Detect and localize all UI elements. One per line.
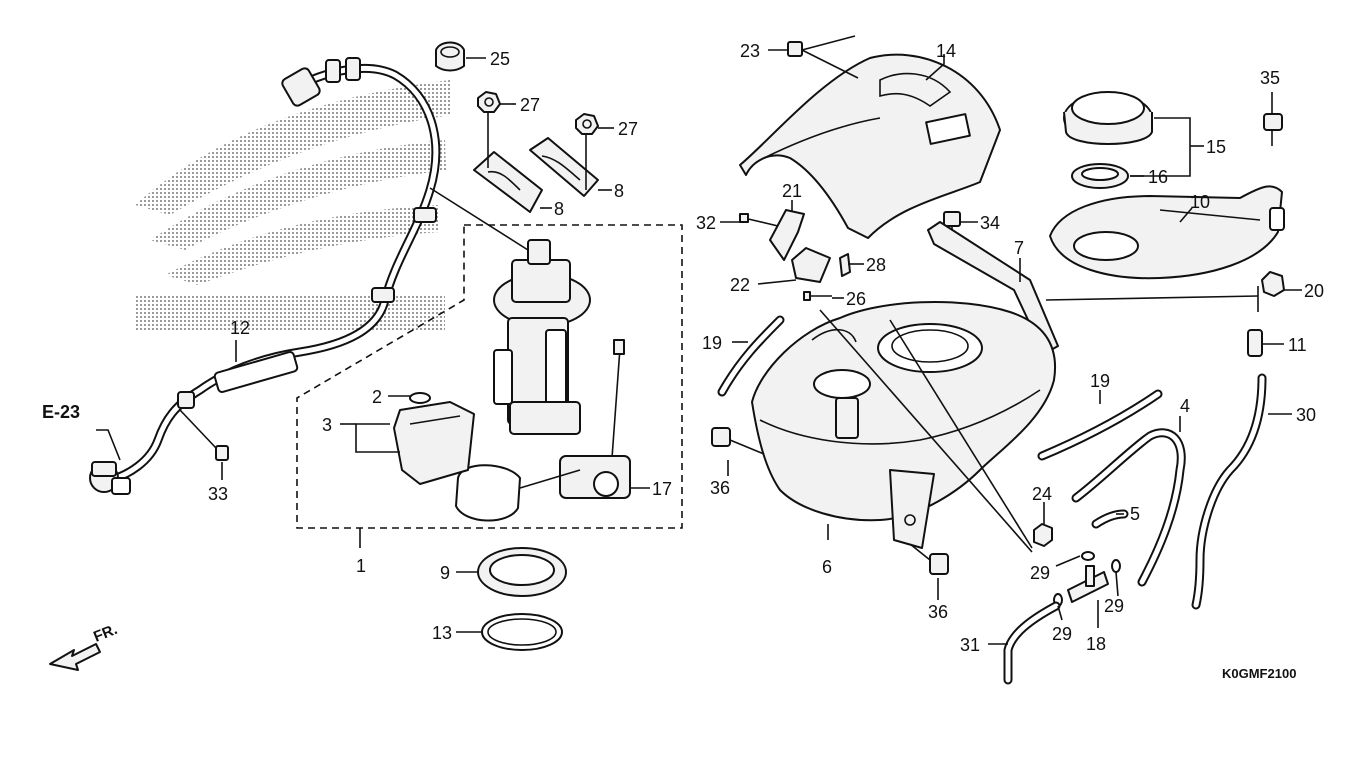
callout-29-right: 29 xyxy=(1104,596,1124,616)
fuel-pump-17 xyxy=(429,187,631,522)
callout-29-bottom: 29 xyxy=(1052,624,1072,644)
callout-22: 22 xyxy=(730,275,750,295)
bolt-36-right xyxy=(909,543,949,575)
callout-36-left: 36 xyxy=(710,478,730,498)
callout-29-top: 29 xyxy=(1030,563,1050,583)
nut-24 xyxy=(1033,523,1053,547)
bolt-32 xyxy=(739,213,779,227)
bolt-23 xyxy=(787,35,859,79)
callout-25: 25 xyxy=(490,49,510,69)
o-ring-2 xyxy=(409,392,431,404)
callout-23: 23 xyxy=(740,41,760,61)
seal-rubber-9 xyxy=(477,547,567,597)
callout-26: 26 xyxy=(846,289,866,309)
center-cover-14 xyxy=(739,53,1001,239)
callout-32: 32 xyxy=(696,213,716,233)
callout-19-left: 19 xyxy=(702,333,722,353)
callout-8-left: 8 xyxy=(554,199,564,219)
callout-34: 34 xyxy=(980,213,1000,233)
callout-17: 17 xyxy=(652,479,672,499)
bolt-36-left xyxy=(711,427,765,455)
breather-hose-4 xyxy=(1071,428,1186,587)
drain-tube-19-left xyxy=(717,315,785,397)
nut-27-right xyxy=(575,113,599,135)
filter-3 xyxy=(393,401,475,485)
callout-labels: 1 2 3 4 5 6 7 8 8 9 10 11 12 13 14 15 16… xyxy=(208,41,1324,655)
reference-label: E-23 xyxy=(42,402,80,422)
callout-31: 31 xyxy=(960,635,980,655)
collar-20 xyxy=(1261,271,1285,297)
callout-33: 33 xyxy=(208,484,228,504)
callout-1: 1 xyxy=(356,556,366,576)
callout-3: 3 xyxy=(322,415,332,435)
diagram-code: K0GMF2100 xyxy=(1222,666,1296,681)
callout-2: 2 xyxy=(372,387,382,407)
hose-clip-25 xyxy=(435,41,465,72)
callout-14: 14 xyxy=(936,41,956,61)
clamp-22 xyxy=(791,247,831,283)
callout-12: 12 xyxy=(230,318,250,338)
fuel-cap-15 xyxy=(1063,91,1153,145)
callout-15: 15 xyxy=(1206,137,1226,157)
callout-21: 21 xyxy=(782,181,802,201)
callout-8-right: 8 xyxy=(614,181,624,201)
callout-10: 10 xyxy=(1190,192,1210,212)
callout-35: 35 xyxy=(1260,68,1280,88)
callout-13: 13 xyxy=(432,623,452,643)
setting-plate-8-right xyxy=(529,137,599,197)
joint-11 xyxy=(1247,329,1263,357)
callout-4: 4 xyxy=(1180,396,1190,416)
callout-5: 5 xyxy=(1130,504,1140,524)
callout-18: 18 xyxy=(1086,634,1106,654)
three-way-joint-18 xyxy=(1067,565,1109,603)
ring-13 xyxy=(481,613,563,651)
watermark-logo xyxy=(135,80,452,330)
callout-30: 30 xyxy=(1296,405,1316,425)
nut-27-left xyxy=(477,91,501,113)
callout-36-right: 36 xyxy=(928,602,948,622)
callout-27-right: 27 xyxy=(618,119,638,139)
fuel-tank-6 xyxy=(751,300,1057,549)
setting-plate-8-left xyxy=(473,151,543,213)
callout-7: 7 xyxy=(1014,238,1024,258)
callout-28: 28 xyxy=(866,255,886,275)
leader-lines xyxy=(96,49,1302,645)
callout-24: 24 xyxy=(1032,484,1052,504)
callout-9: 9 xyxy=(440,563,450,583)
front-direction-arrow xyxy=(49,643,101,671)
callout-19-right: 19 xyxy=(1090,371,1110,391)
hose-31 xyxy=(1003,601,1061,685)
fuel-pump-assembly-box xyxy=(296,224,683,529)
callout-6: 6 xyxy=(822,557,832,577)
screw-26 xyxy=(803,291,832,301)
direction-label: FR. xyxy=(91,621,120,646)
drain-tube-19-right xyxy=(1037,389,1163,461)
callout-27-left: 27 xyxy=(520,95,540,115)
clip-28 xyxy=(839,253,851,277)
callout-20: 20 xyxy=(1304,281,1324,301)
bolt-35 xyxy=(1263,113,1283,146)
hose-5 xyxy=(1091,509,1129,529)
drain-hose-30 xyxy=(1191,373,1267,610)
callout-16: 16 xyxy=(1148,167,1168,187)
callout-11: 11 xyxy=(1288,335,1307,355)
fuel-tray-10 xyxy=(1049,185,1285,280)
bolt-33 xyxy=(179,409,229,461)
bracket-21 xyxy=(769,209,805,261)
packing-16 xyxy=(1071,163,1129,189)
fuel-feed-hose-12 xyxy=(89,57,441,495)
